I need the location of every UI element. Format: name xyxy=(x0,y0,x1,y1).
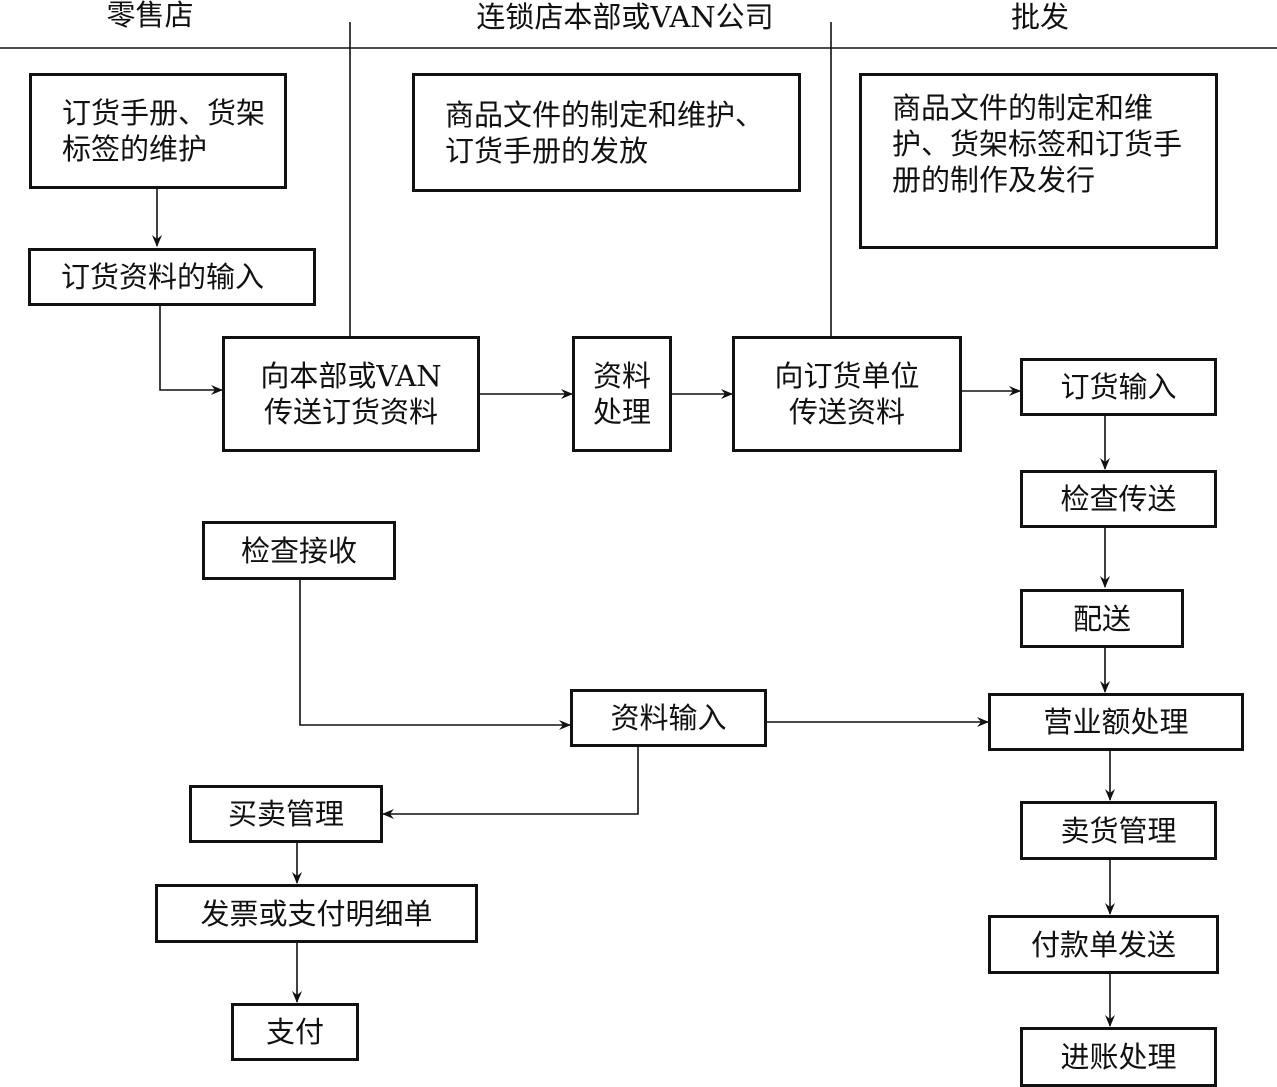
lane-wholesale: 批发 xyxy=(1010,0,1069,34)
node-send-to-hq: 向本部或VAN 传送订货资料 xyxy=(222,336,480,452)
lane-hq: 连锁店本部或VAN公司 xyxy=(476,0,774,34)
node-maintain-manual: 订货手册、货架 标签的维护 xyxy=(29,73,287,189)
arrow-order-input-to-send xyxy=(159,305,223,395)
node-sell-mgmt: 卖货管理 xyxy=(1020,801,1217,860)
node-data-input: 资料输入 xyxy=(570,689,767,747)
node-data-process: 资料 处理 xyxy=(572,336,672,452)
node-ws-order-input: 订货输入 xyxy=(1020,358,1217,416)
node-account-process: 进账处理 xyxy=(1020,1027,1217,1087)
node-send-to-orderer: 向订货单位 传送资料 xyxy=(732,336,962,452)
node-pay: 支付 xyxy=(231,1003,359,1061)
node-delivery: 配送 xyxy=(1020,589,1184,648)
node-check-receive: 检查接收 xyxy=(202,521,396,580)
lane-retail: 零售店 xyxy=(106,0,194,32)
node-ws-files: 商品文件的制定和维 护、货架标签和订货手 册的制作及发行 xyxy=(859,73,1218,249)
node-hq-files: 商品文件的制定和维护、 订货手册的发放 xyxy=(412,73,801,192)
arrow-data-input-to-trade xyxy=(382,746,639,819)
arrow-check-receive-to-data-input xyxy=(299,579,571,730)
node-trade-mgmt: 买卖管理 xyxy=(189,785,383,843)
node-payment-send: 付款单发送 xyxy=(988,915,1219,974)
node-sales-process: 营业额处理 xyxy=(988,693,1244,751)
node-order-input: 订货资料的输入 xyxy=(28,248,316,306)
node-check-send: 检查传送 xyxy=(1020,470,1217,528)
node-invoice: 发票或支付明细单 xyxy=(155,884,478,943)
